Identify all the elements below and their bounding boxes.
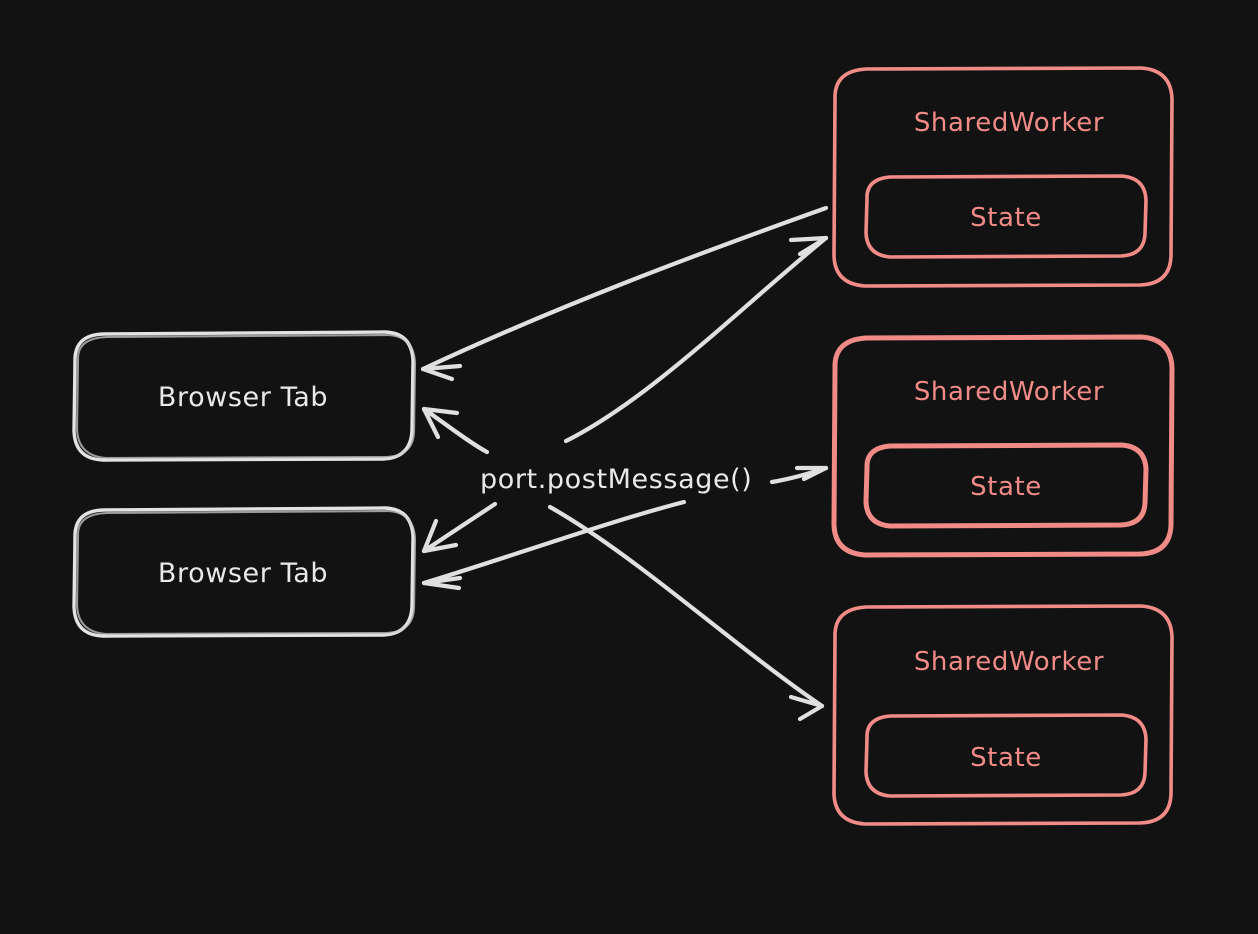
shared-worker-1-label: SharedWorker (914, 108, 1104, 138)
shared-worker-1-state-label: State (970, 203, 1042, 233)
arrow-label-to-worker2[interactable] (769, 465, 829, 485)
port-post-message-label: port.postMessage() (480, 464, 752, 495)
browser-tab-2[interactable]: Browser Tab (72, 506, 417, 638)
shared-worker-1-outline (832, 66, 1174, 288)
shared-worker-1-state-outline (864, 174, 1148, 259)
arrows-layer (420, 205, 829, 722)
shared-worker-3-state-outline (864, 713, 1148, 798)
shared-worker-2-outline (831, 334, 1175, 558)
browser-tab-1-label: Browser Tab (158, 382, 328, 413)
arrow-worker3-to-tab2[interactable] (421, 499, 687, 591)
browser-tab-1[interactable]: Browser Tab (72, 330, 417, 462)
browser-tab-2-label: Browser Tab (158, 558, 328, 589)
browser-tab-2-outline-sketch (75, 509, 417, 636)
shared-worker-3-label: SharedWorker (914, 647, 1104, 677)
arrow-label-to-worker1[interactable] (563, 235, 829, 444)
shared-worker-3[interactable]: SharedWorker State (832, 604, 1174, 826)
arrow-label-to-worker3[interactable] (547, 504, 825, 722)
shared-worker-2-state-outline (863, 442, 1149, 529)
shared-worker-2-label: SharedWorker (914, 377, 1104, 407)
shared-worker-2[interactable]: SharedWorker State (831, 334, 1175, 558)
shared-worker-2-state-label: State (970, 472, 1042, 502)
arrow-worker1-to-tab1[interactable] (420, 205, 829, 382)
shared-worker-1[interactable]: SharedWorker State (832, 66, 1174, 288)
arrow-label-to-tab1[interactable] (421, 406, 490, 455)
shared-worker-2-state[interactable]: State (863, 442, 1149, 529)
shared-worker-3-state-label: State (970, 743, 1042, 773)
shared-worker-3-state[interactable]: State (864, 713, 1148, 798)
shared-worker-1-state[interactable]: State (864, 174, 1148, 259)
shared-worker-3-outline (832, 604, 1174, 826)
arrow-label-to-tab2-upper[interactable] (421, 501, 498, 554)
browser-tab-1-outline-sketch (75, 333, 417, 460)
